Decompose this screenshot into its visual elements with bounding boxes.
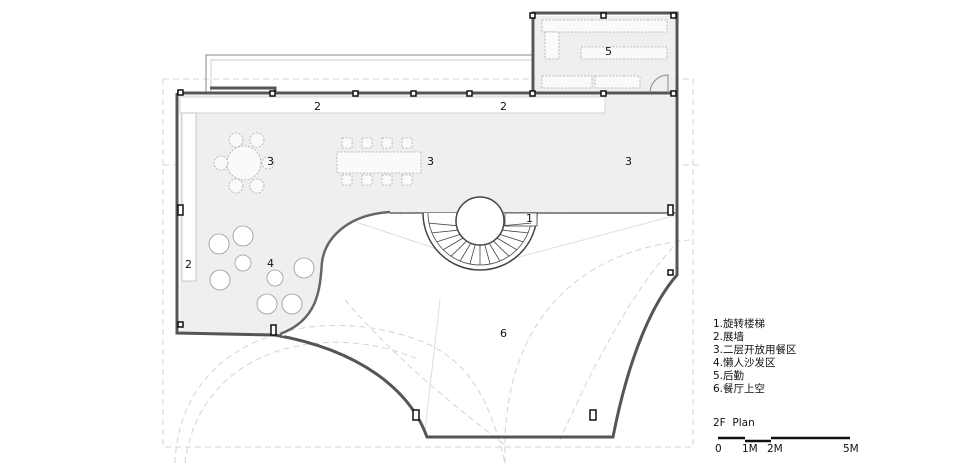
stair-tread [459, 242, 472, 262]
stair-tread [503, 222, 532, 227]
legend-item: 2.展墙 [713, 330, 745, 343]
stair-tread [499, 233, 524, 243]
scale-bar: 0 1M 2M 5M [715, 436, 859, 455]
long-table-set [336, 137, 422, 186]
roof-outline-inner [210, 59, 533, 92]
label-display-wall: 2 [185, 258, 192, 271]
label-stair: 1 [526, 212, 533, 225]
door-swing-icon [649, 74, 669, 94]
lounge-sofas [208, 225, 315, 315]
label-dining: 3 [625, 155, 632, 168]
display-wall-left [181, 112, 197, 282]
room-labels: 1 2 2 2 3 3 3 4 5 6 [185, 45, 632, 340]
legend-item: 1.旋转楼梯 [713, 317, 765, 330]
display-wall-strip [179, 96, 606, 114]
scale-tick: 5M [843, 443, 859, 455]
stair-tread [436, 233, 461, 243]
round-table-set [213, 132, 275, 194]
label-service: 5 [605, 45, 612, 58]
stair-tread [484, 244, 491, 265]
stair-tread [496, 237, 517, 251]
stair-tread [428, 222, 457, 227]
scale-tick: 2M [767, 443, 783, 455]
stair-tread [502, 229, 529, 234]
stair-tread [469, 244, 476, 265]
label-lounge: 4 [267, 257, 274, 270]
stair-tread [450, 240, 467, 257]
stair-tread [431, 229, 458, 234]
label-dining: 3 [427, 155, 434, 168]
columns [177, 12, 677, 421]
label-dining: 3 [267, 155, 274, 168]
service-desks [541, 19, 668, 89]
plan-title: 2F Plan [713, 417, 755, 429]
label-void: 6 [500, 327, 507, 340]
scale-tick: 1M [742, 443, 758, 455]
spiral-stair [422, 196, 538, 271]
label-display-wall: 2 [314, 100, 321, 113]
stair-tread [488, 242, 501, 262]
legend-item: 6.餐厅上空 [713, 382, 765, 395]
legend-item: 5.后勤 [713, 369, 744, 382]
roof-outline [205, 54, 533, 92]
scale-tick: 0 [715, 443, 722, 455]
legend-item: 3.二层开放用餐区 [713, 343, 797, 356]
label-display-wall: 2 [500, 100, 507, 113]
legend-item: 4.懒人沙发区 [713, 356, 776, 369]
stair-tread [493, 240, 510, 257]
legend: 1.旋转楼梯 2.展墙 3.二层开放用餐区 4.懒人沙发区 5.后勤 6.餐厅上… [713, 317, 797, 395]
stair-tread [443, 237, 464, 251]
